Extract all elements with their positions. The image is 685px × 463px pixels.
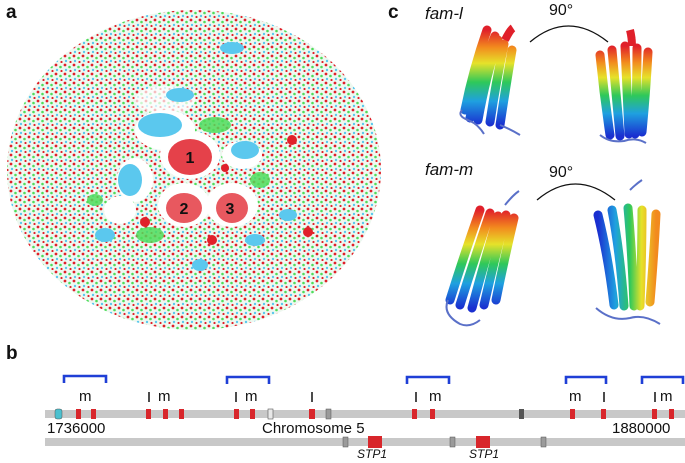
fam-l-structure-left [459, 24, 521, 136]
m-label: m [660, 388, 673, 405]
cluster-label-2: 2 [180, 201, 189, 218]
angle-label-1: 90° [549, 2, 574, 19]
rotation-arc-1 [529, 25, 609, 43]
m-label: m [245, 388, 258, 405]
gene-label-stp1: STP1 [357, 447, 388, 461]
gene-label-stp1: STP1 [469, 447, 500, 461]
panel-label-c: c [388, 2, 399, 23]
m-label: m [429, 388, 442, 405]
m-label: m [79, 388, 92, 405]
network-clusters [87, 42, 313, 271]
m-label: m [158, 388, 171, 405]
marker-ticks [148, 392, 656, 402]
rotation-arc-2 [536, 183, 616, 201]
cluster-label-1: 1 [186, 150, 195, 167]
chromosome-label: Chromosome 5 [262, 420, 365, 437]
m-label: m [569, 388, 582, 405]
gene-markers-bottom [342, 436, 547, 448]
angle-label-2: 90° [549, 164, 574, 181]
fam-m-label: fam-m [425, 160, 474, 179]
gene-markers-top [54, 408, 674, 420]
cluster-brackets [62, 374, 685, 384]
fam-m-structure-right [593, 179, 661, 325]
cluster-label-3: 3 [226, 201, 235, 218]
coord-end-label: 1880000 [612, 420, 671, 437]
chromosome-track-bottom [45, 438, 685, 446]
fam-l-label: fam-l [425, 4, 463, 23]
fam-l-structure-right [595, 29, 653, 144]
fam-m-structure-left [445, 190, 520, 327]
chromosome-track-top [45, 410, 685, 418]
panel-label-a: a [6, 2, 17, 23]
panel-label-b: b [6, 343, 18, 364]
coord-start-label: 1736000 [47, 420, 106, 437]
